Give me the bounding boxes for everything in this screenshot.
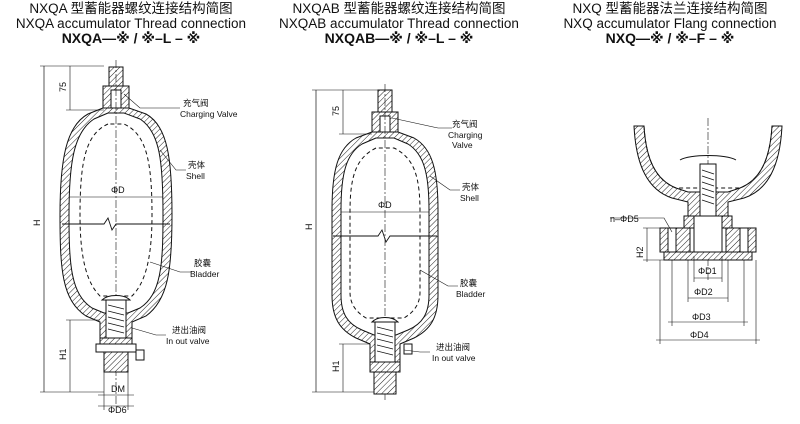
drawing-1-dim-height: H	[32, 220, 42, 227]
drawing-3-title-cn: NXQ 型蓄能器法兰连接结构简图	[572, 1, 768, 16]
drawing-2-inout-label-en: In out valve	[432, 353, 476, 363]
drawing-1-model-code: NXQA—※ / ※–L – ※	[61, 30, 201, 46]
drawing-1-bleed-screw	[135, 349, 145, 361]
drawing-2-poppet-valve	[370, 317, 400, 323]
drawing-1-shell-label-en: Shell	[186, 171, 205, 181]
drawing-1-inout-label-cn: 进出油阀	[172, 325, 206, 335]
drawing-3-dim-d2: ΦD2	[694, 287, 713, 297]
drawing-1-poppet-valve	[100, 295, 132, 301]
drawing-1-title-block: NXQA 型蓄能器螺纹连接结构简图 NXQA accumulator Threa…	[0, 1, 262, 46]
drawing-2-model-code: NXQAB—※ / ※–L – ※	[324, 30, 474, 46]
drawing-2-bladder-label-cn: 胶囊	[460, 278, 478, 288]
drawing-3-title-en: NXQ accumulator Flang connection	[563, 16, 777, 31]
drawing-2-dim-diameter: ΦD	[378, 200, 392, 210]
drawing-2-dim-height: H	[304, 224, 314, 231]
drawing-1-charging-label-en: Charging Valve	[180, 109, 238, 119]
drawing-1-dim-h1: H1	[58, 348, 68, 360]
drawing-1-dim-d6: ΦD6	[108, 405, 127, 415]
drawing-1-bladder-label-cn: 胶囊	[194, 258, 212, 268]
drawing-1-shell-label-cn: 壳体	[188, 160, 206, 170]
drawing-3-dim-d3: ΦD3	[692, 312, 711, 322]
drawing-2-bleed-screw	[403, 343, 413, 355]
drawing-2-charging-label-cn: 充气阀	[452, 119, 478, 129]
drawing-1-bladder	[79, 123, 153, 297]
drawing-2-labels: 充气阀 Charging Valve 壳体 Shell 胶囊 Bladder 进…	[304, 106, 485, 372]
drawing-1-title-cn: NXQA 型蓄能器螺纹连接结构简图	[29, 1, 233, 16]
drawing-3-dim-d5: n–ΦD5	[610, 214, 639, 224]
drawing-3-title-block: NXQ 型蓄能器法兰连接结构简图 NXQ accumulator Flang c…	[540, 1, 800, 46]
drawing-1-inout-label-en: In out valve	[166, 336, 210, 346]
drawing-3-dim-d1: ΦD1	[698, 266, 717, 276]
drawing-1-dim-dm: DM	[111, 384, 125, 394]
drawing-3-dim-h2: H2	[635, 246, 645, 258]
drawing-2-shell-label-cn: 壳体	[462, 182, 480, 192]
drawing-3-model-code: NXQ—※ / ※–F – ※	[605, 30, 735, 46]
drawing-3-shell-bottom	[633, 125, 783, 217]
drawing-2-inout-label-cn: 进出油阀	[436, 342, 470, 352]
drawing-1-charging-label-cn: 充气阀	[183, 98, 209, 108]
drawing-2-title-block: NXQAB 型蓄能器螺纹连接结构简图 NXQAB accumulator Thr…	[268, 1, 530, 46]
drawing-2-charging-label-en-1: Charging	[448, 130, 483, 140]
drawing-1-title-en: NXQA accumulator Thread connection	[15, 16, 247, 31]
drawing-3-labels: n–ΦD5 H2 ΦD1 ΦD2 ΦD3 ΦD4	[610, 214, 717, 340]
drawing-2-title-cn: NXQAB 型蓄能器螺纹连接结构简图	[292, 1, 506, 16]
drawing-3-accumulator-flange	[610, 118, 783, 344]
drawing-2-dim-top: 75	[331, 106, 341, 116]
drawing-1-dim-diameter: ΦD	[111, 185, 125, 195]
drawing-1-bladder-label-en: Bladder	[190, 269, 219, 279]
drawing-1-accumulator	[40, 60, 192, 410]
drawing-2-title-en: NXQAB accumulator Thread connection	[279, 16, 519, 31]
drawing-2-charging-label-en-2: Valve	[452, 140, 473, 150]
drawing-2-bladder-label-en: Bladder	[456, 289, 485, 299]
drawing-3-dim-d4: ΦD4	[690, 330, 709, 340]
drawing-2-dim-h1: H1	[331, 360, 341, 372]
drawing-1-labels: 充气阀 Charging Valve 壳体 Shell 胶囊 Bladder 进…	[32, 82, 238, 415]
drawing-2-accumulator	[312, 84, 460, 400]
drawing-2-shell-label-en: Shell	[460, 193, 479, 203]
drawing-1-dim-top: 75	[58, 82, 68, 92]
